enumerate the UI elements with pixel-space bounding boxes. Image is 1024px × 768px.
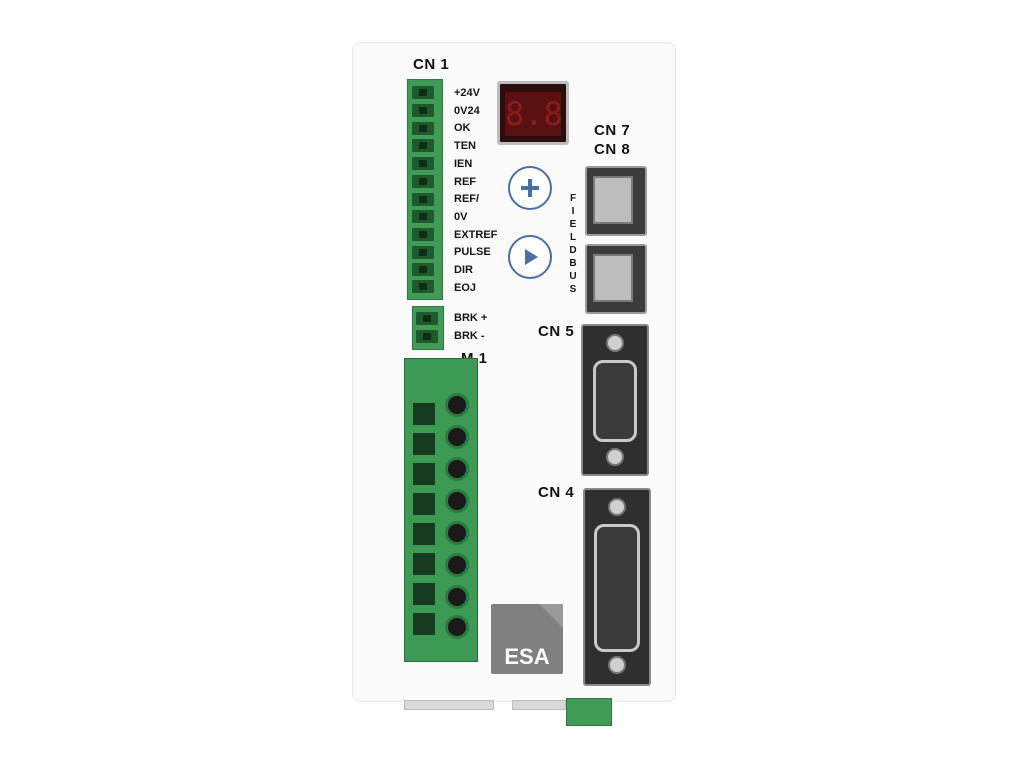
m1-terminal-slot — [413, 433, 435, 455]
cn7-ethernet-port[interactable] — [585, 166, 647, 236]
fieldbus-letter: D — [569, 245, 577, 256]
plus-icon — [521, 179, 539, 197]
m1-terminal-slot — [413, 583, 435, 605]
screw-icon — [445, 393, 469, 417]
rj45-socket — [593, 176, 633, 224]
screw-icon — [445, 489, 469, 513]
cn4-dsub-socket — [594, 524, 640, 652]
pin-label: REF — [454, 175, 476, 188]
play-button[interactable] — [508, 235, 552, 279]
screw-icon — [445, 585, 469, 609]
pin-label: PULSE — [454, 246, 491, 259]
pin-label: EOJ — [454, 281, 477, 294]
cn7-label: CN 7 — [594, 122, 631, 139]
esa-logo: ESA — [491, 604, 563, 674]
plus-button[interactable] — [508, 166, 552, 210]
fieldbus-letter: U — [569, 271, 577, 282]
m1-terminal-slot — [413, 553, 435, 575]
screw-icon — [445, 425, 469, 449]
screw-icon — [445, 615, 469, 639]
fieldbus-letter: E — [569, 219, 577, 230]
pin-label: +24V — [454, 87, 480, 99]
screw-icon — [606, 334, 624, 352]
esa-logo-text: ESA — [504, 644, 549, 669]
rj45-socket — [593, 254, 633, 302]
m1-terminal-slot — [413, 613, 435, 635]
pin-label: BRK - — [454, 329, 485, 342]
bottom-connector-left — [404, 700, 494, 710]
fieldbus-letter: F — [569, 193, 577, 204]
screw-icon — [445, 521, 469, 545]
cn1-pin-labels: +24V 0V24 OK TEN IEN REF REF/ 0V EXTREF … — [454, 85, 497, 297]
pin-label: BRK + — [454, 312, 488, 324]
cn4-label: CN 4 — [538, 484, 575, 501]
cn1-pin-slot — [412, 104, 434, 117]
pin-label: REF/ — [454, 193, 480, 206]
cn1-pin-slot — [412, 263, 434, 276]
cn1-pin-slot — [412, 246, 434, 259]
m1-terminal-slot — [413, 403, 435, 425]
cn1-terminal-block[interactable] — [407, 79, 443, 300]
cn1-pin-slot — [412, 210, 434, 223]
bottom-green-terminal[interactable] — [566, 698, 612, 726]
esa-logo-icon: ESA — [504, 604, 563, 669]
m1-terminal-slot — [413, 493, 435, 515]
cn1-label: CN 1 — [413, 56, 450, 73]
cn1-pin-slot — [412, 175, 434, 188]
brake-terminal-block[interactable] — [412, 306, 444, 350]
play-icon — [525, 249, 538, 265]
screw-icon — [608, 498, 626, 516]
cn1-pin-slot — [412, 193, 434, 206]
pin-label: OK — [454, 122, 471, 135]
pin-label: IEN — [454, 157, 473, 170]
cn1-pin-slot — [412, 280, 434, 293]
cn1-pin-slot — [412, 122, 434, 135]
pin-label: TEN — [454, 140, 476, 153]
pin-label: 0V — [454, 210, 468, 223]
screw-icon — [608, 656, 626, 674]
screw-icon — [445, 457, 469, 481]
pin-label: 0V24 — [454, 104, 480, 117]
bottom-connector-middle — [512, 700, 566, 710]
cn1-pin-slot — [412, 139, 434, 152]
cn8-label: CN 8 — [594, 141, 631, 158]
cn1-pin-slot — [412, 228, 434, 241]
screw-icon — [606, 448, 624, 466]
cn1-pin-slot — [412, 86, 434, 99]
cn5-dsub-connector[interactable] — [581, 324, 649, 476]
fieldbus-letter: B — [569, 258, 577, 269]
pin-label: DIR — [454, 264, 473, 277]
m1-power-terminal[interactable] — [404, 358, 478, 662]
fieldbus-letter: I — [571, 206, 575, 217]
fieldbus-letter: S — [569, 284, 577, 295]
cn5-dsub-socket — [593, 360, 637, 442]
cn8-ethernet-port[interactable] — [585, 244, 647, 314]
screw-icon — [445, 553, 469, 577]
m1-terminal-slot — [413, 463, 435, 485]
fieldbus-letter: L — [569, 232, 577, 243]
pin-label: EXTREF — [454, 228, 498, 241]
brake-pin-labels: BRK + BRK - — [454, 310, 487, 345]
cn5-label: CN 5 — [538, 323, 575, 340]
brake-pin-slot — [416, 330, 438, 343]
led-display-value: 8.8 — [505, 92, 563, 136]
cn4-dsub-connector[interactable] — [583, 488, 651, 686]
cn1-pin-slot — [412, 157, 434, 170]
fieldbus-label: F I E L D B U S — [567, 192, 579, 296]
brake-pin-slot — [416, 312, 438, 325]
m1-terminal-slot — [413, 523, 435, 545]
